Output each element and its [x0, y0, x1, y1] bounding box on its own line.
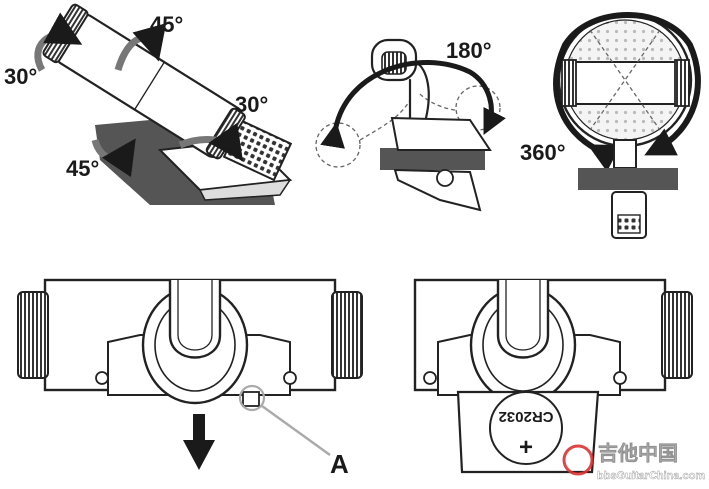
swing-clip: [380, 116, 492, 212]
tilt-top-label: 45°: [150, 12, 183, 37]
slide-down-arrow: [183, 414, 215, 470]
rotate-arrow-left: [34, 12, 83, 72]
rotate-arrow-right: [178, 122, 244, 162]
tilt-bottom-label: 45°: [66, 156, 99, 181]
swing-label: 180°: [446, 38, 492, 63]
callout-a-label: A: [330, 449, 349, 479]
battery-type-label: CR2032: [498, 408, 553, 425]
latch-a: [242, 391, 260, 407]
battery-closed-illustration: A: [17, 278, 363, 479]
tilt-right-label: 30°: [235, 92, 268, 117]
rotate-arrow-bottom: [91, 138, 136, 178]
rotate-arrow-top: [114, 23, 167, 72]
spin-arrow: [553, 12, 701, 172]
site-watermark: 吉他中国 bbsGuitarChina.com: [562, 441, 706, 482]
guitar-logo-icon: [562, 444, 594, 476]
spin-label: 360°: [520, 140, 566, 165]
battery-polarity-label: +: [519, 434, 533, 461]
battery-open-illustration: CR2032 +: [413, 278, 693, 474]
coin-cell: [489, 391, 563, 465]
swing-ghost-left: [315, 122, 361, 168]
swing-view-illustration: 180°: [315, 38, 506, 212]
tilt-left-label: 30°: [4, 64, 37, 89]
spin-view-illustration: 360°: [520, 12, 701, 239]
spin-base-shadow: [578, 168, 678, 190]
swing-arrow: [320, 60, 506, 149]
watermark-url-text: bbsGuitarChina.com: [597, 470, 705, 482]
watermark-cn-text: 吉他中国: [598, 441, 678, 465]
tilt-view-illustration: 45° 30° 30° 45°: [4, 3, 293, 205]
